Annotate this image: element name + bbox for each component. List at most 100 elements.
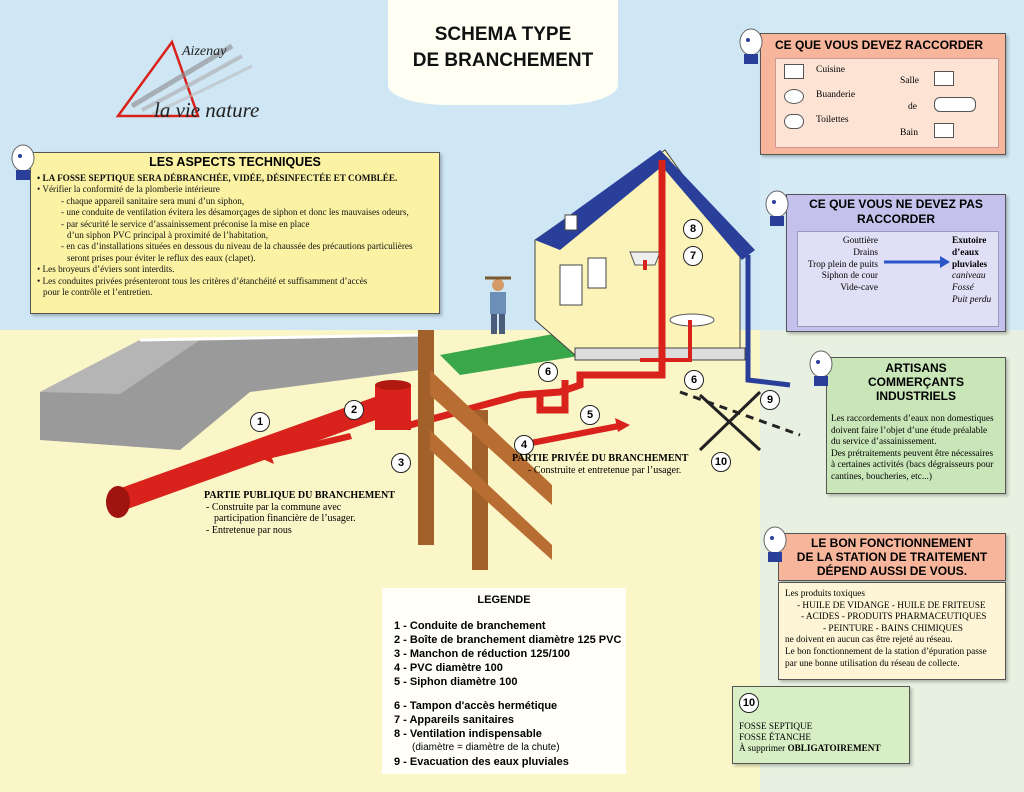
mascot-icon [739, 28, 763, 64]
text-line: À supprimer [739, 743, 788, 754]
item-toilettes: Toilettes [816, 115, 849, 125]
logo-triangle-icon [115, 39, 253, 118]
do-not-connect-heading: CE QUE VOUS NE DEVEZ PAS RACCORDER [787, 197, 1005, 227]
marker-4: 4 [514, 435, 534, 455]
item-cuisine: Cuisine [816, 65, 846, 75]
tech-line: - chaque appareil sanitaire sera muni d’… [61, 195, 245, 206]
item: Trop plein de puits [807, 259, 878, 270]
marker-6b: 6 [684, 370, 704, 390]
septic-tank-text: FOSSE SEPTIQUE FOSSE ÉTANCHE À supprimer… [739, 721, 881, 755]
public-part-label: PARTIE PUBLIQUE DU BRANCHEMENT - Constru… [204, 490, 395, 536]
marker-10: 10 [711, 452, 731, 472]
do-not-connect-inner: Gouttière Drains Trop plein de puits Sip… [797, 231, 999, 327]
item: Siphon de cour [821, 271, 878, 282]
legend-item: 9 - Evacuation des eaux pluviales [394, 756, 569, 768]
legend-panel: LEGENDE 1 - Conduite de branchement 2 - … [382, 588, 626, 774]
text-line: - Entretenue par nous [206, 524, 292, 536]
mascot-icon [809, 350, 833, 386]
lawn [440, 330, 585, 375]
dest: caniveau [952, 271, 986, 282]
tech-line: seront prises pour éviter le reflux des … [67, 252, 256, 263]
logo-bottom-text: la vie nature [154, 98, 260, 122]
basin-icon [934, 71, 954, 86]
connect-inner: Cuisine Buanderie Toilettes Salle de Bai… [775, 58, 999, 148]
marker-8: 8 [683, 219, 703, 239]
heading-line: LE BON FONCTIONNEMENT [811, 536, 973, 550]
legend-item: 7 - Appareils sanitaires [394, 714, 515, 726]
title-box: SCHEMA TYPE DE BRANCHEMENT [388, 0, 618, 105]
text-line: FOSSE SEPTIQUE [739, 721, 813, 731]
connect-panel: CE QUE VOUS DEVEZ RACCORDER Cuisine Buan… [760, 33, 1006, 155]
artisans-heading: ARTISANS COMMERÇANTS INDUSTRIELS [827, 361, 1005, 403]
tech-line: • Les broyeurs d’éviers sont interdits. [37, 264, 175, 275]
tech-line: - une conduite de ventilation évitera le… [61, 207, 409, 218]
legend-item: 6 - Tampon d'accès hermétique [394, 700, 558, 712]
good-operation-panel: Les produits toxiques - HUILE DE VIDANGE… [778, 582, 1006, 680]
item-buanderie: Buanderie [816, 90, 856, 100]
text-line: - ACIDES - PRODUITS PHARMACEUTIQUES [801, 612, 987, 623]
rain-pipe [745, 255, 791, 388]
text-line: participation financière de l’usager. [214, 513, 356, 524]
technical-aspects-heading: LES ASPECTS TECHNIQUES [149, 155, 321, 169]
dest: d’eaux [952, 247, 979, 258]
text-line: FOSSE ÉTANCHE [739, 732, 812, 743]
legend-item: 4 - PVC diamètre 100 [394, 662, 503, 674]
legend-heading: LEGENDE [477, 594, 531, 606]
sink-icon [784, 64, 804, 79]
marker-3: 3 [391, 453, 411, 473]
text-line: à certaines activités (bacs dégraisseurs… [831, 460, 994, 471]
arrow-right-icon [884, 256, 950, 268]
heading-line: CE QUE VOUS NE DEVEZ PAS [809, 197, 983, 211]
technical-aspects-panel: LES ASPECTS TECHNIQUES • LA FOSSE SEPTIQ… [30, 152, 440, 314]
connect-heading: CE QUE VOUS DEVEZ RACCORDER [775, 38, 984, 52]
text-line: - Construite par la commune avec [206, 501, 342, 513]
tech-line: • Les conduites privées présenteront tou… [37, 275, 368, 286]
heading-line: DE LA STATION DE TRAITEMENT [796, 550, 988, 564]
mascot-icon [763, 526, 787, 562]
marker-9: 9 [760, 390, 780, 410]
main-pipe [109, 394, 396, 511]
marker-10-box: 10 [739, 693, 759, 713]
text-line: - PEINTURE - BAINS CHIMIQUES [823, 623, 963, 634]
item-de: de [908, 102, 917, 112]
text-line: Le bon fonctionnement de la station d’ép… [785, 646, 987, 657]
dest: Puit perdu [952, 294, 992, 305]
tech-line: - en cas d’installations situées en dess… [61, 241, 413, 252]
good-operation-heading: LE BON FONCTIONNEMENT DE LA STATION DE T… [779, 536, 1005, 578]
dest: pluviales [952, 259, 988, 270]
tech-line: - par sécurité le service d’assainisseme… [61, 218, 310, 229]
logo: Aizenay la vie nature [112, 36, 302, 126]
mascot-icon [11, 144, 35, 180]
heading-line: INDUSTRIELS [875, 389, 956, 403]
person [492, 279, 504, 291]
washer-icon [784, 89, 804, 104]
title-line-2: DE BRANCHEMENT [412, 50, 594, 71]
marker-7: 7 [683, 246, 703, 266]
house-roof-side [660, 150, 755, 260]
text-line: par une bonne utilisation du réseau de c… [785, 658, 960, 669]
artisans-panel: ARTISANS COMMERÇANTS INDUSTRIELS Les rac… [826, 357, 1006, 494]
legend-item: 8 - Ventilation indispensable [394, 728, 542, 740]
septic-tank-panel: 10 FOSSE SEPTIQUE FOSSE ÉTANCHE À suppri… [732, 686, 910, 764]
item: Gouttière [842, 236, 878, 246]
item: Vide-cave [840, 283, 878, 294]
dest: Exutoire [952, 236, 987, 246]
toilet-icon [784, 114, 804, 129]
artisans-text: Les raccordements d’eaux non domestiques… [831, 414, 1001, 484]
junction-box [375, 385, 411, 430]
item-salle: Salle [900, 76, 919, 86]
marker-6a: 6 [538, 362, 558, 382]
shower-icon [934, 123, 954, 138]
tech-line: d’un siphon PVC principal à proximité de… [67, 230, 269, 241]
heading-line: COMMERÇANTS [868, 375, 964, 389]
arrow-public [258, 433, 352, 464]
item-bain: Bain [900, 128, 918, 138]
marker-5: 5 [580, 405, 600, 425]
private-part-label: PARTIE PRIVÉE DU BRANCHEMENT - Construit… [512, 453, 688, 476]
mascot-icon [765, 190, 789, 226]
arrow-private [615, 418, 630, 432]
legend-item: 5 - Siphon diamètre 100 [394, 676, 518, 688]
heading-line: ARTISANS [885, 361, 947, 375]
private-heading: PARTIE PRIVÉE DU BRANCHEMENT [512, 453, 689, 464]
heading-line: RACCORDER [857, 212, 935, 226]
